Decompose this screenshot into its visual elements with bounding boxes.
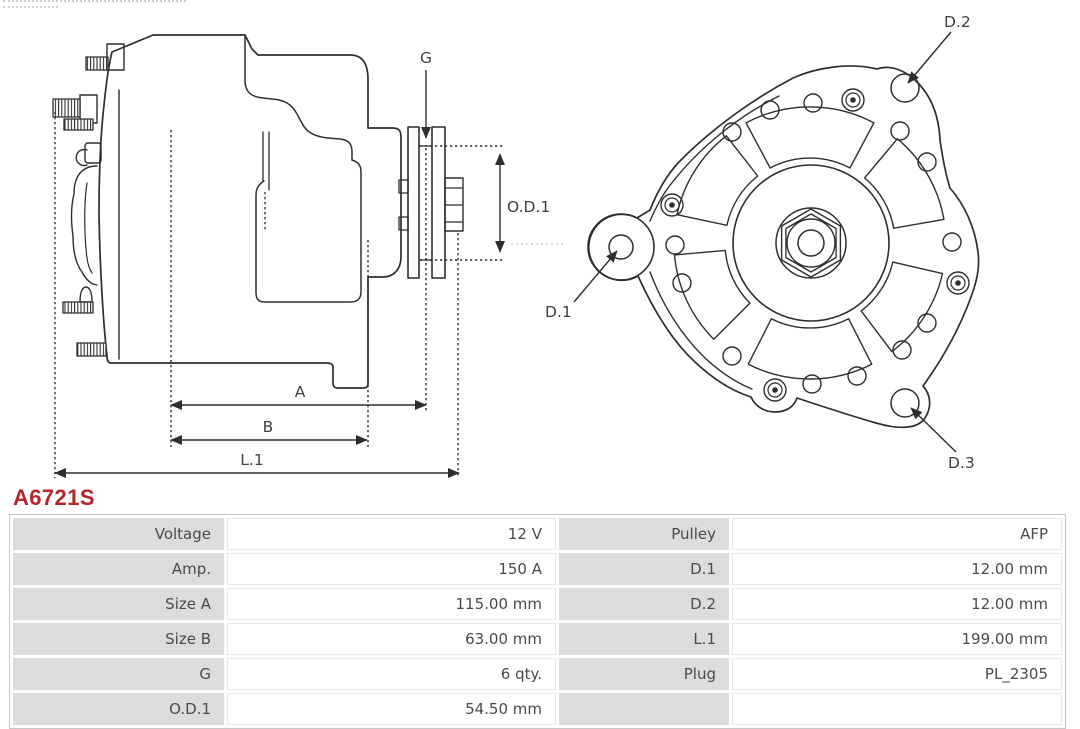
spec-label: D.2: [559, 588, 729, 620]
hole-d1: [608, 234, 634, 260]
spec-table: Voltage 12 V Pulley AFP Amp. 150 A D.1 1…: [9, 514, 1066, 729]
alternator-front-view: [587, 65, 980, 429]
spec-value: [732, 693, 1062, 725]
dim-label-b: B: [263, 418, 274, 436]
spec-label: [559, 693, 729, 725]
screw-head: [841, 88, 865, 112]
side-view-dimensions: G O.D.1 A B L.1: [54, 49, 563, 478]
screw-head: [946, 271, 970, 295]
spec-value: AFP: [732, 518, 1062, 550]
spec-label: Pulley: [559, 518, 729, 550]
spec-value: 6 qty.: [227, 658, 556, 690]
spec-value: 199.00 mm: [732, 623, 1062, 655]
spec-value: PL_2305: [732, 658, 1062, 690]
spec-value: 54.50 mm: [227, 693, 556, 725]
spec-label: Size B: [13, 623, 224, 655]
dim-label-d1: D.1: [545, 303, 572, 321]
spec-label: Size A: [13, 588, 224, 620]
spec-row: Amp. 150 A D.1 12.00 mm: [13, 553, 1062, 585]
spec-label: Plug: [559, 658, 729, 690]
spec-value: 12.00 mm: [732, 588, 1062, 620]
spec-row: Size B 63.00 mm L.1 199.00 mm: [13, 623, 1062, 655]
spec-label: O.D.1: [13, 693, 224, 725]
spec-value: 115.00 mm: [227, 588, 556, 620]
fan-blades: [673, 106, 945, 380]
spec-value: 150 A: [227, 553, 556, 585]
dim-label-d2: D.2: [944, 13, 971, 31]
dim-label-d3: D.3: [948, 454, 975, 472]
watermark-artifact: [3, 6, 58, 8]
spec-label: Voltage: [13, 518, 224, 550]
hole-d2: [890, 73, 920, 103]
spec-row: G 6 qty. Plug PL_2305: [13, 658, 1062, 690]
vent-holes: [665, 93, 962, 394]
shaft-nut: [775, 207, 847, 279]
dim-label-l1: L.1: [240, 451, 263, 469]
spec-label: Amp.: [13, 553, 224, 585]
spec-value: 63.00 mm: [227, 623, 556, 655]
spec-label: D.1: [559, 553, 729, 585]
spec-value: 12.00 mm: [732, 553, 1062, 585]
part-number: A6721S: [13, 485, 95, 510]
mount-boss-d1: [587, 213, 655, 281]
dim-label-od1: O.D.1: [507, 198, 550, 216]
front-view-callouts: D.2 D.1 D.3: [545, 13, 975, 472]
spec-value: 12 V: [227, 518, 556, 550]
rotor-circle: [732, 164, 890, 322]
spec-label: L.1: [559, 623, 729, 655]
hole-d3: [890, 388, 920, 418]
spec-row: O.D.1 54.50 mm: [13, 693, 1062, 725]
spec-row: Size A 115.00 mm D.2 12.00 mm: [13, 588, 1062, 620]
spec-label: G: [13, 658, 224, 690]
dim-label-a: A: [295, 383, 306, 401]
spec-row: Voltage 12 V Pulley AFP: [13, 518, 1062, 550]
technical-drawing: G O.D.1 A B L.1: [52, 13, 980, 478]
watermark-artifact: [3, 0, 186, 2]
dim-label-g: G: [420, 49, 432, 67]
screw-head: [763, 378, 787, 402]
alternator-side-view: [52, 34, 464, 389]
